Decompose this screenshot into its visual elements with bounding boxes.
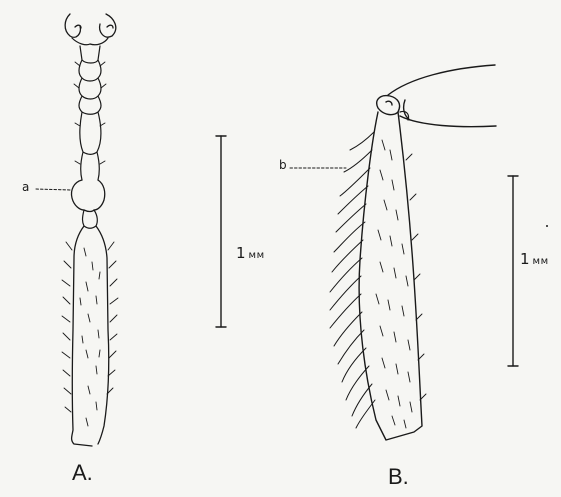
pointer-label-a: a bbox=[22, 181, 29, 193]
specimen-b-segment bbox=[359, 112, 422, 440]
scale-number-a: 1 bbox=[236, 244, 246, 262]
caption-a: A. bbox=[72, 462, 93, 484]
pointer-label-b: b bbox=[279, 159, 287, 171]
specimen-a-head bbox=[72, 38, 108, 63]
specimen-b-drawing bbox=[330, 65, 496, 440]
specimen-a-hairs bbox=[62, 242, 118, 426]
specimen-a-shaft bbox=[72, 226, 109, 446]
specimen-b-joint bbox=[377, 96, 400, 115]
scale-bar-a bbox=[216, 136, 226, 327]
scale-unit-a: мм bbox=[249, 250, 265, 261]
specimen-a-swelling bbox=[71, 180, 104, 212]
specimen-a-tip bbox=[65, 14, 116, 37]
specimen-b-body bbox=[388, 65, 496, 127]
scale-bar-b bbox=[508, 176, 518, 366]
scale-unit-b: мм bbox=[533, 256, 549, 267]
specimen-a-segments bbox=[79, 60, 101, 180]
pointer-line-a bbox=[36, 189, 72, 190]
specimen-a-drawing bbox=[62, 14, 118, 446]
caption-b: B. bbox=[388, 466, 409, 488]
scale-number-b: 1 bbox=[520, 250, 530, 268]
